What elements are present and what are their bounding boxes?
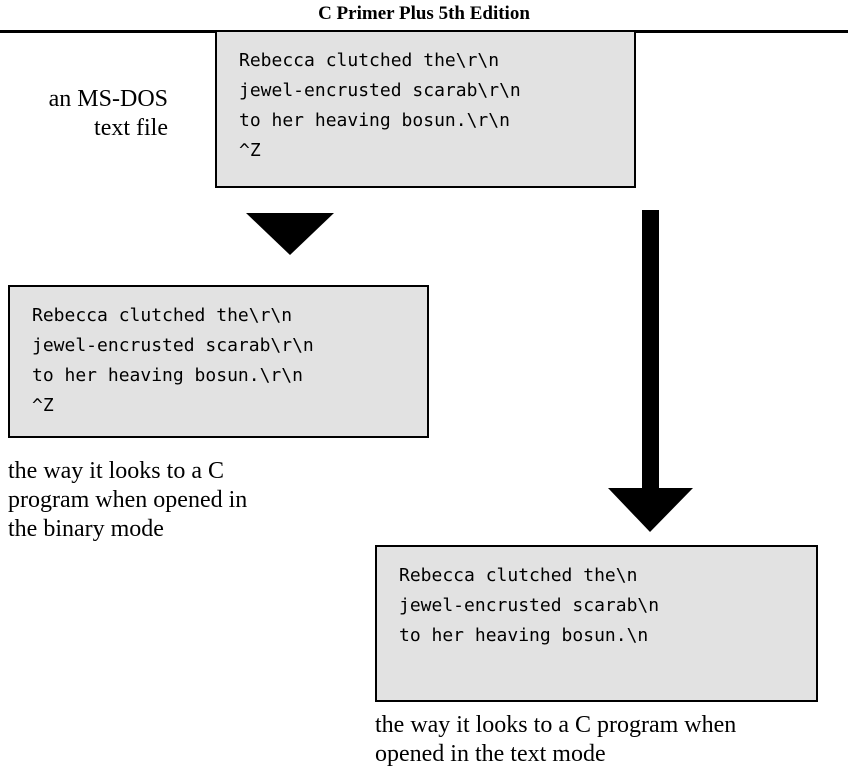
- code-line: jewel-encrusted scarab\r\n: [32, 335, 314, 356]
- code-line: to her heaving bosun.\r\n: [239, 110, 510, 131]
- code-line: ^Z: [239, 140, 261, 161]
- text-mode-box: Rebecca clutched the\n jewel-encrusted s…: [375, 545, 818, 702]
- code-line: to her heaving bosun.\r\n: [32, 365, 303, 386]
- msdos-file-caption: an MS-DOS text file: [10, 85, 168, 143]
- code-line: ^Z: [32, 395, 54, 416]
- binary-mode-caption: the way it looks to a C program when ope…: [8, 457, 338, 544]
- caption-line: an MS-DOS: [48, 86, 168, 112]
- code-line: to her heaving bosun.\n: [399, 625, 649, 646]
- caption-line: text file: [94, 115, 168, 141]
- page-title: C Primer Plus 5th Edition: [318, 3, 530, 24]
- text-mode-caption: the way it looks to a C program when ope…: [375, 711, 845, 769]
- code-line: Rebecca clutched the\r\n: [32, 305, 293, 326]
- down-arrow-to-binary-icon: [246, 213, 334, 255]
- caption-line: program when opened in: [8, 487, 248, 513]
- msdos-text-file-box: Rebecca clutched the\r\n jewel-encrusted…: [215, 30, 636, 188]
- caption-line: the way it looks to a C: [8, 458, 224, 484]
- down-arrow-to-text-icon: [608, 488, 693, 532]
- code-line: Rebecca clutched the\n: [399, 565, 638, 586]
- caption-line: the binary mode: [8, 516, 164, 542]
- code-line: Rebecca clutched the\r\n: [239, 50, 500, 71]
- arrow-shaft-to-text: [642, 210, 659, 490]
- caption-line: opened in the text mode: [375, 741, 606, 767]
- code-line: jewel-encrusted scarab\r\n: [239, 80, 521, 101]
- code-line: jewel-encrusted scarab\n: [399, 595, 660, 616]
- binary-mode-box: Rebecca clutched the\r\n jewel-encrusted…: [8, 285, 429, 438]
- caption-line: the way it looks to a C program when: [375, 712, 737, 738]
